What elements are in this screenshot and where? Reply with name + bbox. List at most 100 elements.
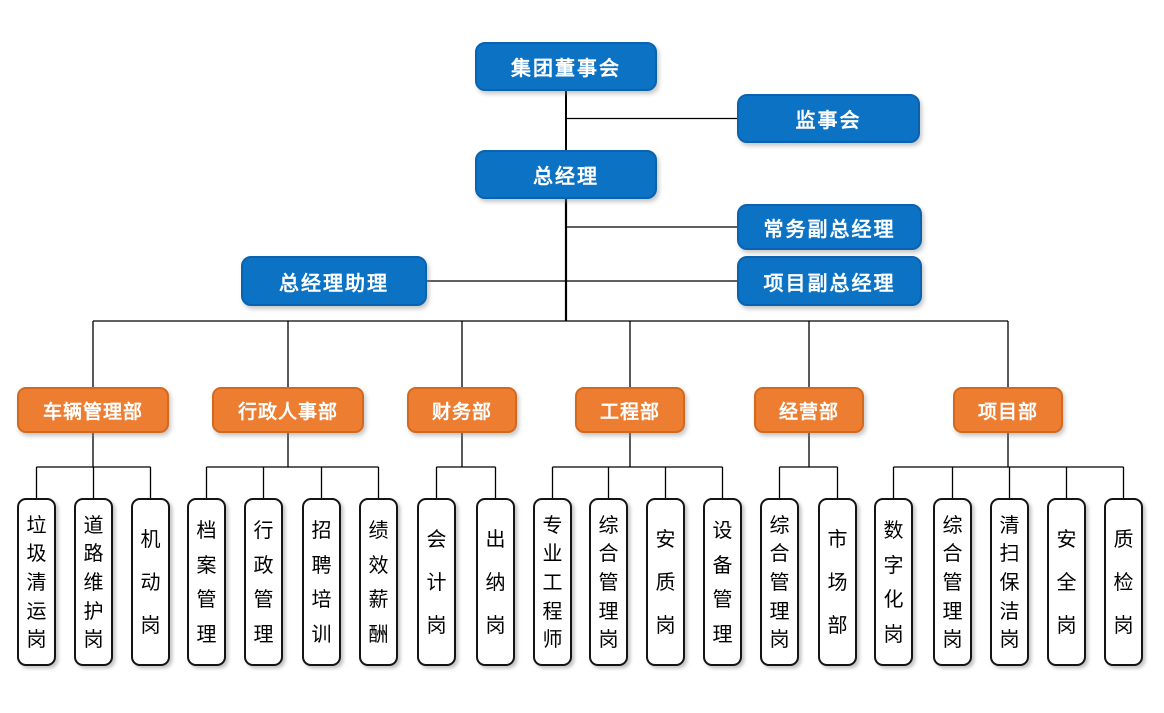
position-label-char: 出 <box>485 527 506 551</box>
position-label-char: 专 <box>542 512 563 537</box>
position-label-char: 岗 <box>942 627 963 652</box>
position-label-char: 培 <box>311 587 332 612</box>
position-label-char: 薪 <box>368 587 389 612</box>
position-label-char: 聘 <box>311 552 332 577</box>
position-label-char: 程 <box>542 598 563 623</box>
position-label-char: 道 <box>83 512 104 537</box>
position-label-char: 绩 <box>368 518 389 543</box>
position-label-char: 岗 <box>1113 613 1134 637</box>
position-label-char: 场 <box>827 570 848 594</box>
position-label-char: 计 <box>426 570 447 594</box>
position-label-char: 数 <box>883 518 904 543</box>
position-label-char: 市 <box>827 527 848 551</box>
position-label-char: 效 <box>368 552 389 577</box>
department-box: 车辆管理部 <box>17 387 169 433</box>
position-label-char: 理 <box>769 598 790 623</box>
position-label-char: 动 <box>140 570 161 594</box>
position-label-char: 岗 <box>485 613 506 637</box>
node-project-deputy-gm-label: 项目副总经理 <box>763 270 896 295</box>
position-label-char: 岗 <box>140 613 161 637</box>
position-label-char: 理 <box>253 621 274 646</box>
department-label: 经营部 <box>778 400 839 423</box>
node-executive-deputy-gm: 常务副总经理 <box>737 204 922 250</box>
position-label-char: 合 <box>942 541 963 566</box>
position-box: 综合管理岗 <box>933 498 972 666</box>
node-general-manager-label: 总经理 <box>533 164 599 188</box>
position-box: 安全岗 <box>1047 498 1086 666</box>
position-label-char: 机 <box>140 527 161 551</box>
position-box: 市场部 <box>818 498 857 666</box>
node-gm-assistant-label: 总经理助理 <box>279 270 389 295</box>
position-label-char: 管 <box>253 587 274 612</box>
position-label-char: 备 <box>712 552 733 577</box>
node-executive-deputy-gm-label: 常务副总经理 <box>763 216 896 241</box>
position-label-char: 质 <box>655 570 676 594</box>
position-label-char: 保 <box>999 569 1020 594</box>
position-box: 安质岗 <box>646 498 685 666</box>
position-box: 综合管理岗 <box>760 498 799 666</box>
position-label-char: 全 <box>1056 570 1077 594</box>
position-label-char: 理 <box>598 598 619 623</box>
position-label-char: 垃 <box>26 512 47 537</box>
position-label-char: 管 <box>196 587 217 612</box>
position-label-char: 清 <box>26 569 47 594</box>
position-label-char: 理 <box>196 621 217 646</box>
position-label-char: 运 <box>26 598 47 623</box>
position-label-char: 清 <box>999 512 1020 537</box>
position-box: 绩效薪酬 <box>359 498 398 666</box>
position-label-char: 护 <box>83 598 104 623</box>
position-label-char: 岗 <box>883 621 904 646</box>
department-label: 项目部 <box>977 400 1038 423</box>
position-label-char: 训 <box>311 621 332 646</box>
position-label-char: 维 <box>83 569 104 594</box>
position-label-char: 质 <box>1113 527 1134 551</box>
position-label-char: 纳 <box>485 570 506 594</box>
position-label-char: 会 <box>426 527 447 551</box>
position-box: 出纳岗 <box>476 498 515 666</box>
node-project-deputy-gm: 项目副总经理 <box>737 256 922 306</box>
position-label-char: 理 <box>942 598 963 623</box>
department-box: 行政人事部 <box>212 387 364 433</box>
position-box: 行政管理 <box>244 498 283 666</box>
position-label-char: 管 <box>712 587 733 612</box>
position-label-char: 岗 <box>1056 613 1077 637</box>
position-label-char: 扫 <box>999 541 1020 566</box>
position-label-char: 岗 <box>598 627 619 652</box>
position-label-char: 档 <box>196 518 217 543</box>
position-box: 垃圾清运岗 <box>17 498 56 666</box>
department-label: 财务部 <box>431 400 492 423</box>
position-box: 清扫保洁岗 <box>990 498 1029 666</box>
position-label-char: 安 <box>655 527 676 551</box>
position-label-char: 业 <box>542 541 563 566</box>
department-box: 经营部 <box>754 387 864 433</box>
position-box: 数字化岗 <box>874 498 913 666</box>
department-box: 项目部 <box>953 387 1063 433</box>
node-supervisory-board-label: 监事会 <box>795 108 862 132</box>
department-label: 工程部 <box>599 400 660 423</box>
department-box: 工程部 <box>575 387 685 433</box>
position-label-char: 设 <box>712 518 733 543</box>
position-box: 档案管理 <box>187 498 226 666</box>
position-label-char: 路 <box>83 541 104 566</box>
position-label-char: 岗 <box>26 627 47 652</box>
position-label-char: 酬 <box>368 621 389 646</box>
position-label-char: 案 <box>196 552 217 577</box>
position-label-char: 岗 <box>426 613 447 637</box>
position-label-char: 综 <box>769 512 790 537</box>
position-label-char: 部 <box>827 613 848 637</box>
position-label-char: 检 <box>1113 570 1134 594</box>
position-box: 设备管理 <box>703 498 742 666</box>
node-group-board-label: 集团董事会 <box>511 56 621 80</box>
position-label-char: 综 <box>598 512 619 537</box>
position-label-char: 工 <box>542 569 563 594</box>
position-label-char: 政 <box>253 552 274 577</box>
position-label-char: 理 <box>712 621 733 646</box>
position-label-char: 岗 <box>655 613 676 637</box>
position-box: 综合管理岗 <box>589 498 628 666</box>
position-box: 专业工程师 <box>533 498 572 666</box>
position-label-char: 岗 <box>83 627 104 652</box>
position-label-char: 招 <box>311 518 332 543</box>
node-supervisory-board: 监事会 <box>737 94 920 143</box>
position-label-char: 管 <box>598 569 619 594</box>
